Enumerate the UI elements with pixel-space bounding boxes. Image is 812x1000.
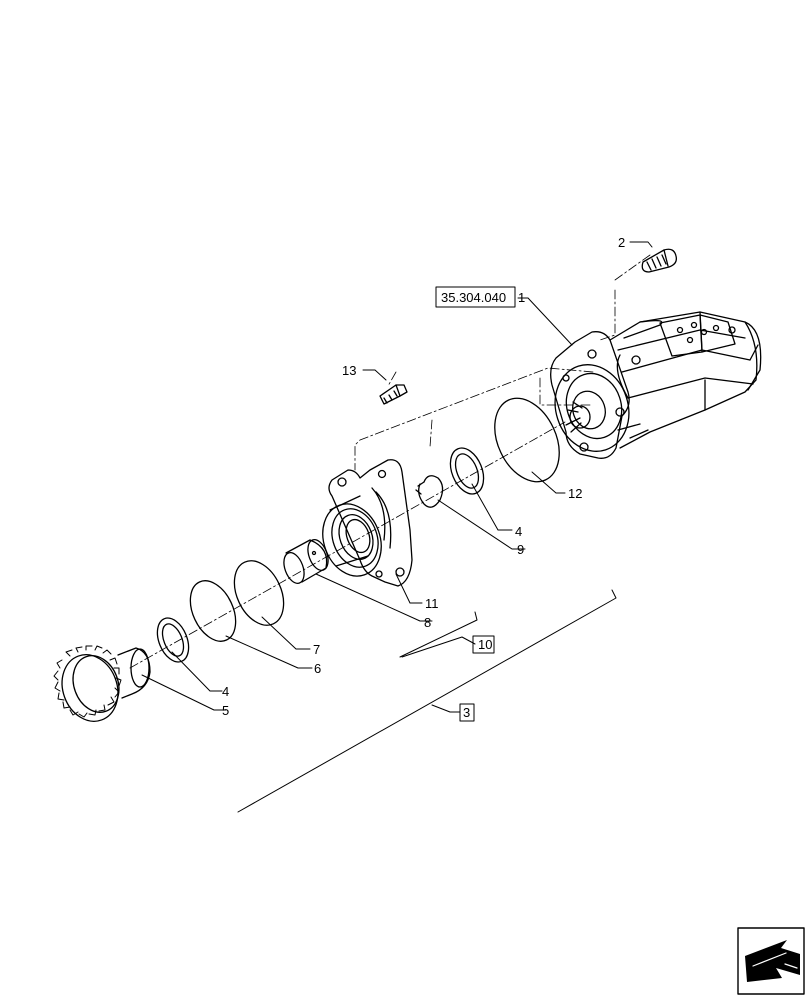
bushing-part-8 [283, 539, 329, 584]
callout-6: 6 [314, 661, 321, 676]
gear-shaft-part-5 [53, 645, 151, 722]
next-page-arrow-icon[interactable] [737, 927, 805, 995]
snap-ring-part-9 [415, 475, 444, 508]
label-10-frame [472, 635, 495, 654]
callout-3[interactable]: 3 [463, 705, 470, 720]
callout-9: 9 [517, 542, 524, 557]
label-3-frame [459, 703, 475, 722]
callout-11: 11 [425, 596, 439, 611]
callout-4-lower: 4 [222, 684, 229, 699]
o-ring-part-6 [189, 580, 237, 642]
callout-13: 13 [342, 363, 356, 378]
bolt-part-2 [641, 248, 677, 273]
reference-box-35-304-040[interactable]: 35.304.040 [441, 290, 506, 305]
bolt-part-13 [379, 384, 408, 405]
center-axis [129, 254, 651, 669]
reference-box-frame [435, 286, 516, 308]
callout-7: 7 [313, 642, 320, 657]
callout-2: 2 [618, 235, 625, 250]
o-ring-part-12 [494, 397, 560, 483]
callout-12: 12 [568, 486, 582, 501]
thrust-washer-part-4-lower [156, 617, 190, 663]
callout-8: 8 [424, 615, 431, 630]
o-ring-part-7 [233, 560, 285, 626]
callout-5: 5 [222, 703, 229, 718]
callout-10[interactable]: 10 [478, 637, 492, 652]
housing-part-11 [322, 459, 413, 587]
pump-part-1 [550, 311, 762, 459]
leader-lines [141, 241, 653, 813]
callout-4-upper: 4 [515, 524, 522, 539]
callout-1: 1 [518, 290, 525, 305]
thrust-washer-part-4-upper [449, 447, 485, 495]
